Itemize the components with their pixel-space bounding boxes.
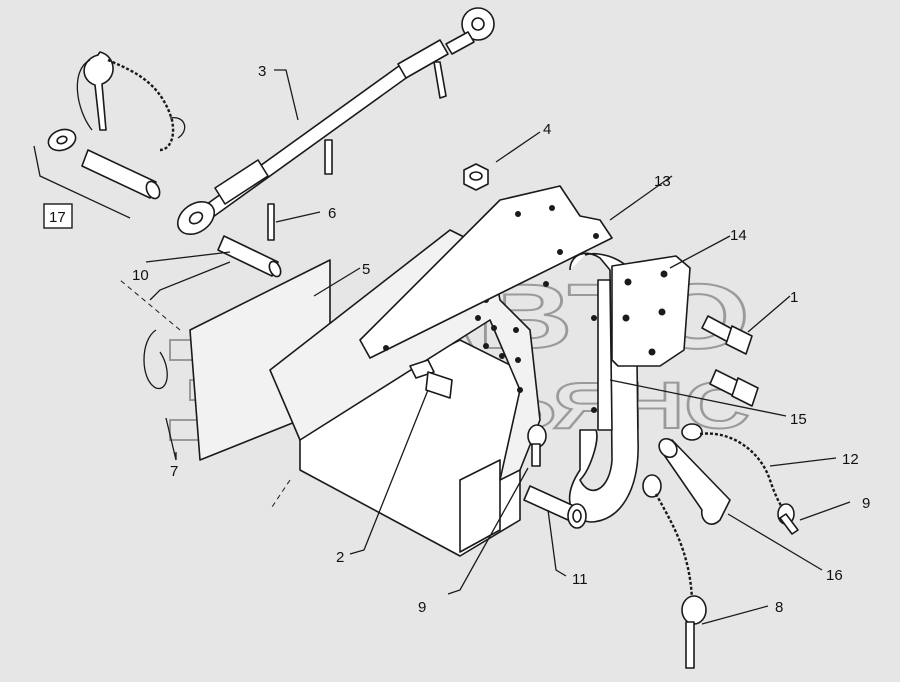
callout-6: 6 [328,205,336,222]
callout-17-box: 17 [43,203,73,229]
spring-pin-part-6 [267,203,275,241]
callout-14: 14 [730,227,747,244]
plate-part-14 [611,255,691,367]
callout-1: 1 [790,289,798,306]
lynch-pin-part-9-left [527,424,547,467]
bolt-part-1 [701,315,759,407]
pin-assembly-part-17 [33,51,186,219]
callout-12: 12 [842,451,859,468]
callout-16: 16 [826,567,843,584]
callout-17: 17 [49,209,66,226]
sleeve-part-16 [658,437,731,525]
bolt-part-2 [409,359,453,399]
callout-15: 15 [790,411,807,428]
spring-clip-part-7 [143,329,168,389]
callout-2: 2 [336,549,344,566]
callout-11: 11 [572,571,588,588]
callout-9-right: 9 [862,495,870,512]
nut-part-4 [463,163,489,191]
callout-13: 13 [654,173,671,190]
callout-8: 8 [775,599,783,616]
plate-part-13 [359,185,613,359]
callout-7: 7 [170,463,178,480]
chain-part-12 [681,423,799,535]
leader-lines [145,69,851,625]
callout-3: 3 [258,63,266,80]
callout-9-left: 9 [418,599,426,616]
callout-5: 5 [362,261,370,278]
pin-part-11 [523,485,587,529]
callout-10: 10 [132,267,149,284]
callout-4: 4 [543,121,551,138]
callout-labels: 3 4 6 5 10 7 13 14 1 15 12 9 16 8 11 9 2 [132,63,870,616]
top-link-part-3 [176,7,495,236]
pin-part-10 [217,235,282,278]
chain-part-8 [642,474,707,669]
